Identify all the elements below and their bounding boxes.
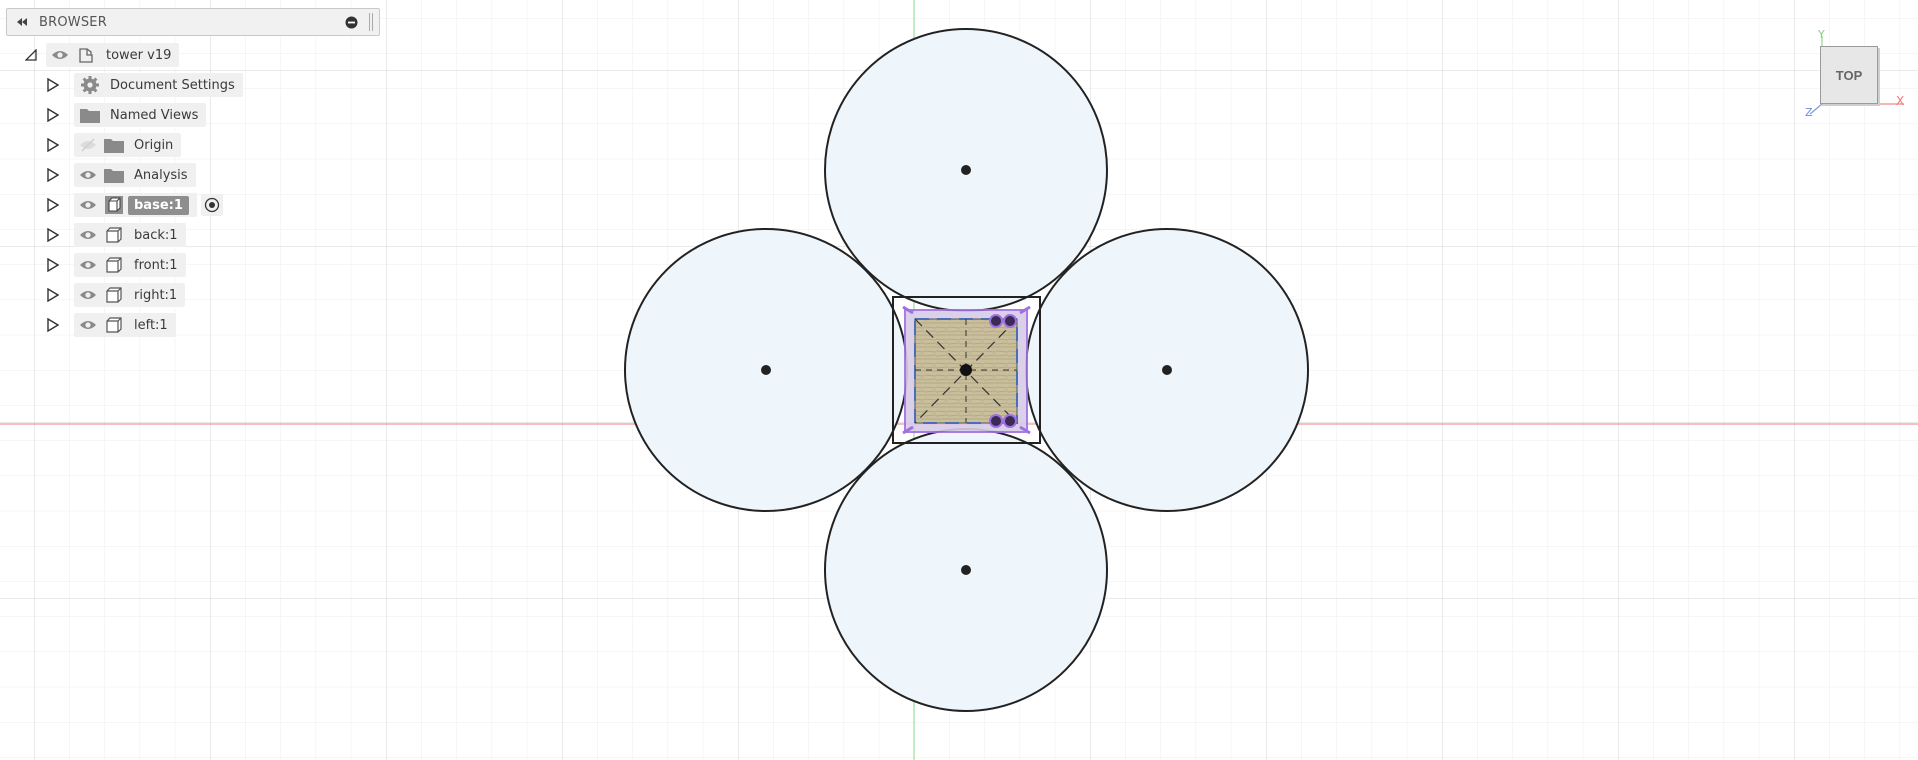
- radio-active-icon: [204, 197, 220, 213]
- tree-node-label: front:1: [134, 257, 178, 273]
- component-icon: [106, 227, 122, 243]
- tree-node-label: back:1: [134, 227, 178, 243]
- tree-node-right[interactable]: right:1: [44, 282, 186, 308]
- hide-browser-button[interactable]: [343, 14, 359, 30]
- expand-toggle[interactable]: [44, 194, 62, 216]
- base-body[interactable]: [892, 296, 1041, 444]
- component-icon: [106, 287, 122, 303]
- eye-icon: [80, 261, 96, 269]
- component-icon: [106, 317, 122, 333]
- triangle-right-icon: [47, 258, 59, 272]
- eye-icon: [80, 291, 96, 299]
- tree-node-analysis[interactable]: Analysis: [44, 162, 196, 188]
- eye-icon: [80, 201, 96, 209]
- triangle-right-icon: [47, 288, 59, 302]
- expand-toggle[interactable]: [22, 44, 40, 66]
- tree-node-label: Named Views: [110, 107, 199, 123]
- tree-node-label: Document Settings: [110, 77, 235, 93]
- expand-toggle[interactable]: [44, 314, 62, 336]
- browser-panel: BROWSER tower v19: [6, 8, 380, 337]
- browser-resize-handle[interactable]: [369, 13, 373, 31]
- center-point-top: [961, 165, 971, 175]
- tree-node-base[interactable]: base:1: [44, 192, 223, 218]
- tree-node-named-views[interactable]: Named Views: [44, 102, 207, 128]
- axis-label-x: X: [1896, 94, 1905, 108]
- tree-node-root[interactable]: tower v19: [22, 42, 180, 68]
- triangle-expanded-icon: [25, 49, 37, 61]
- visibility-toggle[interactable]: [76, 254, 100, 276]
- visibility-toggle[interactable]: [76, 194, 100, 216]
- expand-toggle[interactable]: [44, 164, 62, 186]
- browser-header: BROWSER: [6, 8, 380, 36]
- folder-icon: [104, 169, 124, 183]
- tree-node-front[interactable]: front:1: [44, 252, 186, 278]
- gear-icon: [81, 76, 99, 94]
- expand-toggle[interactable]: [44, 74, 62, 96]
- tree-node-label: tower v19: [106, 47, 172, 63]
- triangle-right-icon: [47, 318, 59, 332]
- tree-node-left[interactable]: left:1: [44, 312, 176, 338]
- activate-component-button[interactable]: [200, 194, 223, 216]
- visibility-toggle[interactable]: [48, 44, 72, 66]
- triangle-right-icon: [47, 108, 59, 122]
- folder-icon: [80, 109, 100, 123]
- view-cube-top-face[interactable]: TOP: [1820, 46, 1878, 104]
- view-cube[interactable]: Y X Z TOP: [1804, 26, 1904, 126]
- visibility-toggle[interactable]: [76, 314, 100, 336]
- axis-label-z: Z: [1805, 106, 1813, 119]
- tree-node-back[interactable]: back:1: [44, 222, 186, 248]
- eye-icon: [80, 171, 96, 179]
- minus-circle-icon: [345, 16, 357, 28]
- tree-node-label: left:1: [134, 317, 168, 333]
- triangle-right-icon: [47, 228, 59, 242]
- visibility-toggle[interactable]: [76, 284, 100, 306]
- collapse-browser-button[interactable]: [11, 11, 33, 33]
- browser-title: BROWSER: [39, 14, 107, 30]
- visibility-toggle[interactable]: [76, 134, 100, 156]
- axis-label-y: Y: [1818, 28, 1825, 41]
- triangle-right-icon: [47, 198, 59, 212]
- origin-point: [960, 364, 972, 376]
- tree-node-label: base:1: [128, 195, 189, 215]
- assembly-icon: [79, 48, 93, 63]
- tree-node-label: Origin: [134, 137, 174, 153]
- visibility-toggle[interactable]: [76, 164, 100, 186]
- sketch-circles[interactable]: [624, 28, 1309, 712]
- expand-toggle[interactable]: [44, 134, 62, 156]
- double-chevron-left-icon: [17, 18, 27, 26]
- expand-toggle[interactable]: [44, 104, 62, 126]
- eye-hidden-icon: [80, 138, 96, 152]
- expand-toggle[interactable]: [44, 284, 62, 306]
- visibility-toggle[interactable]: [76, 224, 100, 246]
- component-icon: [105, 196, 123, 214]
- tree-node-document-settings[interactable]: Document Settings: [44, 72, 243, 98]
- triangle-right-icon: [47, 78, 59, 92]
- triangle-right-icon: [47, 138, 59, 152]
- tree-node-label: right:1: [134, 287, 178, 303]
- expand-toggle[interactable]: [44, 224, 62, 246]
- center-point-bottom: [961, 565, 971, 575]
- triangle-right-icon: [47, 168, 59, 182]
- view-cube-face-label: TOP: [1835, 67, 1863, 83]
- eye-icon: [80, 321, 96, 329]
- eye-icon: [52, 51, 68, 59]
- folder-icon: [104, 139, 124, 153]
- component-icon: [106, 257, 122, 273]
- tree-node-origin[interactable]: Origin: [44, 132, 182, 158]
- expand-toggle[interactable]: [44, 254, 62, 276]
- tree-node-label: Analysis: [134, 167, 188, 183]
- center-point-right: [1162, 365, 1172, 375]
- center-point-left: [761, 365, 771, 375]
- eye-icon: [80, 231, 96, 239]
